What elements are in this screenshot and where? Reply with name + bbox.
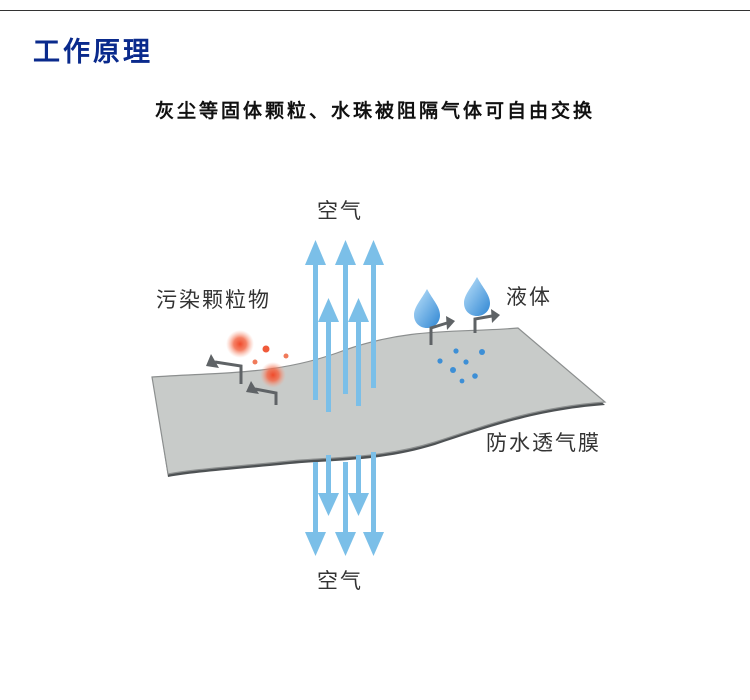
page-subtitle: 灰尘等固体颗粒、水珠被阻隔气体可自由交换 <box>154 100 595 122</box>
top-divider <box>0 10 750 11</box>
membrane-label: 防水透气膜 <box>486 431 601 455</box>
droplets-small <box>437 348 485 384</box>
droplets-large <box>414 277 490 328</box>
air-label-top: 空气 <box>317 199 363 223</box>
particle-deflect-arrows <box>214 360 278 405</box>
particles-label: 污染颗粒物 <box>156 288 271 312</box>
liquid-label: 液体 <box>506 285 552 309</box>
air-label-bottom: 空气 <box>317 569 363 593</box>
particles <box>226 330 289 388</box>
page-title: 工作原理 <box>33 37 153 68</box>
air-up-arrows <box>305 240 384 412</box>
membrane-surface <box>151 327 607 475</box>
air-down-arrows <box>305 452 384 556</box>
